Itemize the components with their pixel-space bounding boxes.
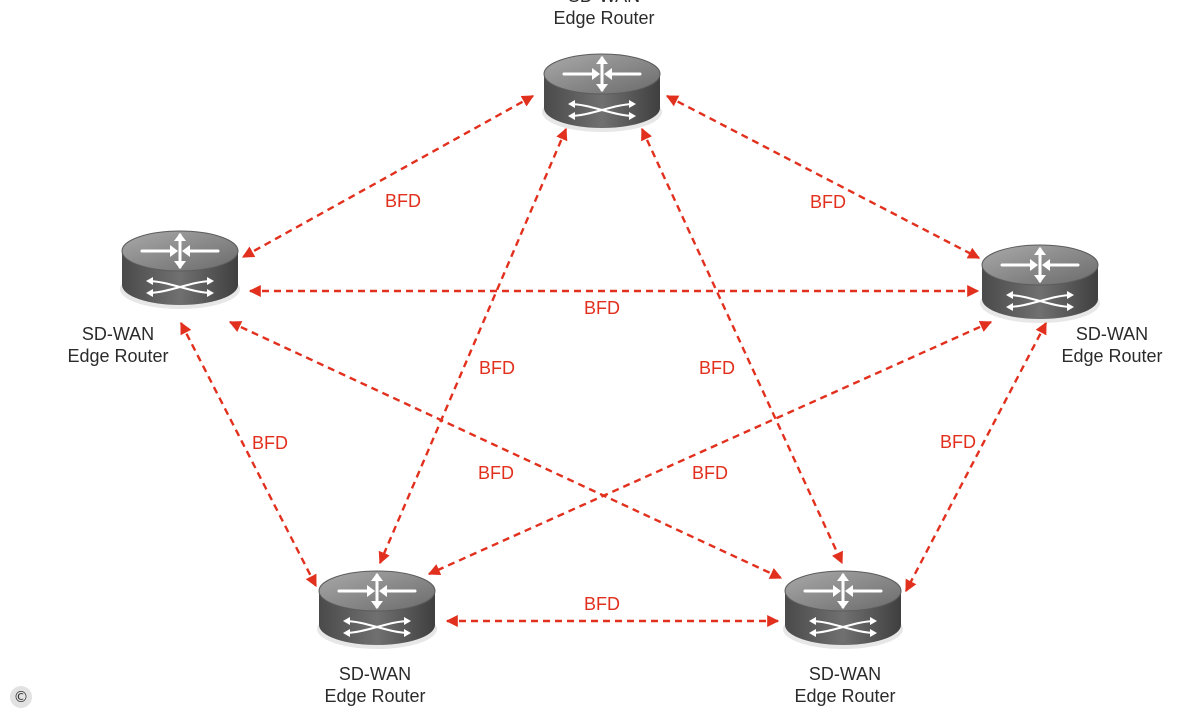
bfd-link-label: BFD [385, 191, 421, 211]
routers-layer [120, 53, 1100, 649]
router-icon [783, 570, 903, 649]
bfd-link-top-right [665, 94, 981, 260]
bfd-link-top-bottom-left [378, 127, 568, 565]
bfd-link-left-bottom-left [179, 321, 318, 588]
bfd-link-label: BFD [478, 463, 514, 483]
router-label-line1: SD-WAN [568, 0, 640, 6]
bfd-link-label: BFD [584, 298, 620, 318]
router-label-line1: SD-WAN [339, 664, 411, 684]
link-labels-layer: BFD BFD BFD BFD BFD BFD BFD BFD BFD BFD [252, 191, 976, 614]
bfd-link-right-bottom-left [427, 320, 993, 576]
router-icon [317, 570, 437, 649]
links-layer [179, 94, 1048, 627]
router-label-line2: Edge Router [794, 686, 895, 706]
bfd-link-right-bottom-right [904, 321, 1048, 593]
router-label-line2: Edge Router [1061, 346, 1162, 366]
bfd-link-label: BFD [699, 358, 735, 378]
bfd-link-label: BFD [252, 433, 288, 453]
bfd-link-label: BFD [479, 358, 515, 378]
router-label-line2: Edge Router [324, 686, 425, 706]
copyright-icon: © [10, 686, 32, 708]
router-label-line1: SD-WAN [82, 324, 154, 344]
router-label-line2: Edge Router [67, 346, 168, 366]
bfd-link-label: BFD [584, 594, 620, 614]
router-label-line1: SD-WAN [1076, 324, 1148, 344]
bfd-link-label: BFD [940, 432, 976, 452]
router-label-top: SD-WAN Edge Router [553, 0, 654, 28]
bfd-link-label: BFD [692, 463, 728, 483]
router-icon [980, 244, 1100, 323]
router-label-line2: Edge Router [553, 8, 654, 28]
router-label-line1: SD-WAN [809, 664, 881, 684]
bfd-link-top-left [241, 94, 535, 259]
bfd-link-label: BFD [810, 192, 846, 212]
router-icon [120, 230, 240, 309]
router-icon [542, 53, 662, 132]
